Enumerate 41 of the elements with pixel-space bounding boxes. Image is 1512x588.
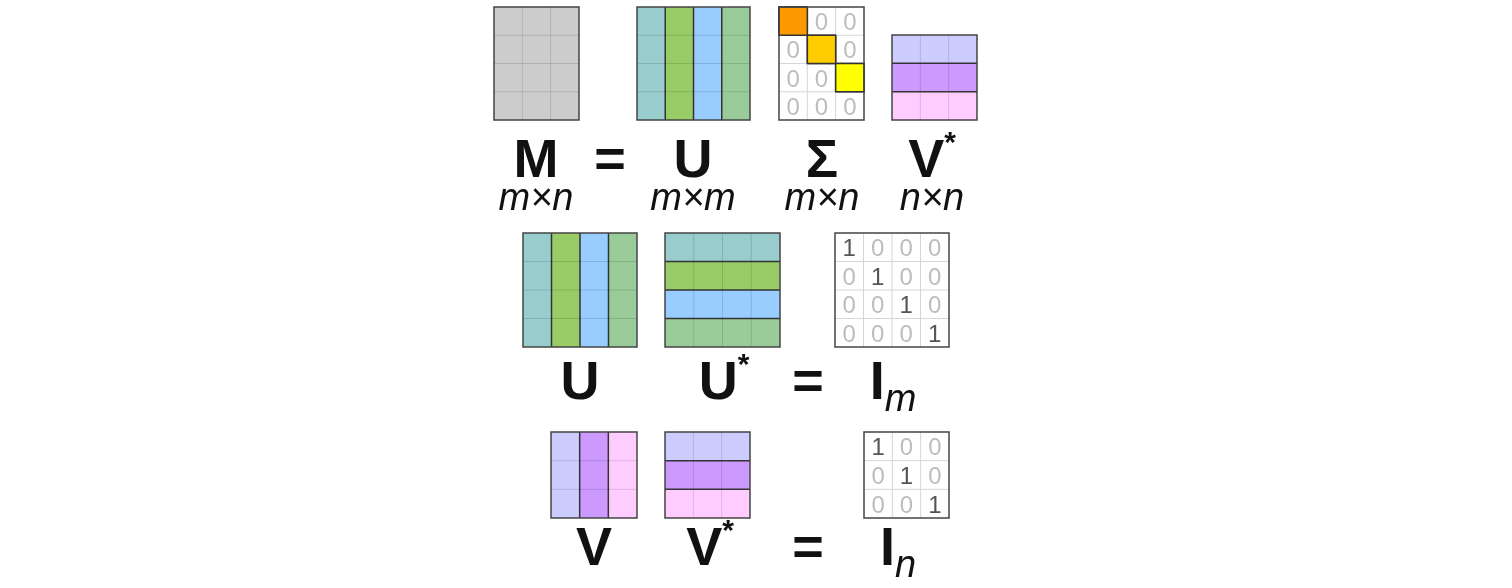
matrix-entry: 0 (786, 66, 800, 91)
matrix-entry: 0 (814, 10, 829, 35)
matrix-entry: 1 (899, 464, 914, 488)
matrix-entry: 0 (899, 236, 913, 261)
matrix-entry: 0 (928, 236, 942, 261)
matrix-symbol: = (792, 353, 824, 407)
matrix-entry: 0 (899, 321, 913, 346)
matrix-entry: 0 (843, 10, 857, 35)
matrix-entry: 0 (899, 435, 914, 460)
matrix-entry: 1 (842, 236, 856, 261)
matrix-entry: 1 (871, 264, 885, 289)
matrix-entry: 0 (842, 264, 856, 289)
matrix-entry: 0 (786, 94, 800, 119)
matrix-symbol: = (792, 519, 824, 573)
matrix-entry: 0 (928, 464, 942, 488)
matrix-symbol: V (576, 519, 612, 573)
matrix-entry: 0 (786, 38, 800, 63)
matrix-entry: 1 (871, 435, 885, 460)
matrix-entry: 0 (928, 293, 942, 318)
matrix-entry: 0 (871, 236, 885, 261)
matrix-entry: 0 (843, 94, 857, 119)
matrix-symbol: = (594, 131, 626, 185)
matrix-entry: 0 (814, 66, 829, 91)
matrix-entry: 0 (899, 264, 913, 289)
matrix-entry: 0 (928, 264, 942, 289)
matrix-entry: 0 (871, 321, 885, 346)
matrix-entry: 0 (928, 435, 942, 460)
matrix-entry: 1 (928, 492, 942, 517)
matrix-entry: 0 (842, 293, 856, 318)
matrix-entry: 0 (814, 94, 829, 119)
matrix-entry: 0 (899, 492, 914, 517)
matrix-entry: 0 (842, 321, 856, 346)
matrix-entry: 0 (871, 492, 885, 517)
matrix-symbol: U (560, 353, 600, 407)
matrix-entry: 0 (843, 38, 857, 63)
matrix-entry: 0 (871, 293, 885, 318)
matrix-entry: 0 (871, 464, 885, 488)
matrix-entry: 1 (899, 293, 913, 318)
matrix-symbol: U$^{*}$ (698, 353, 750, 407)
matrix-entry: 1 (928, 321, 942, 346)
matrix-symbol: V$^{*}$ (686, 519, 734, 573)
